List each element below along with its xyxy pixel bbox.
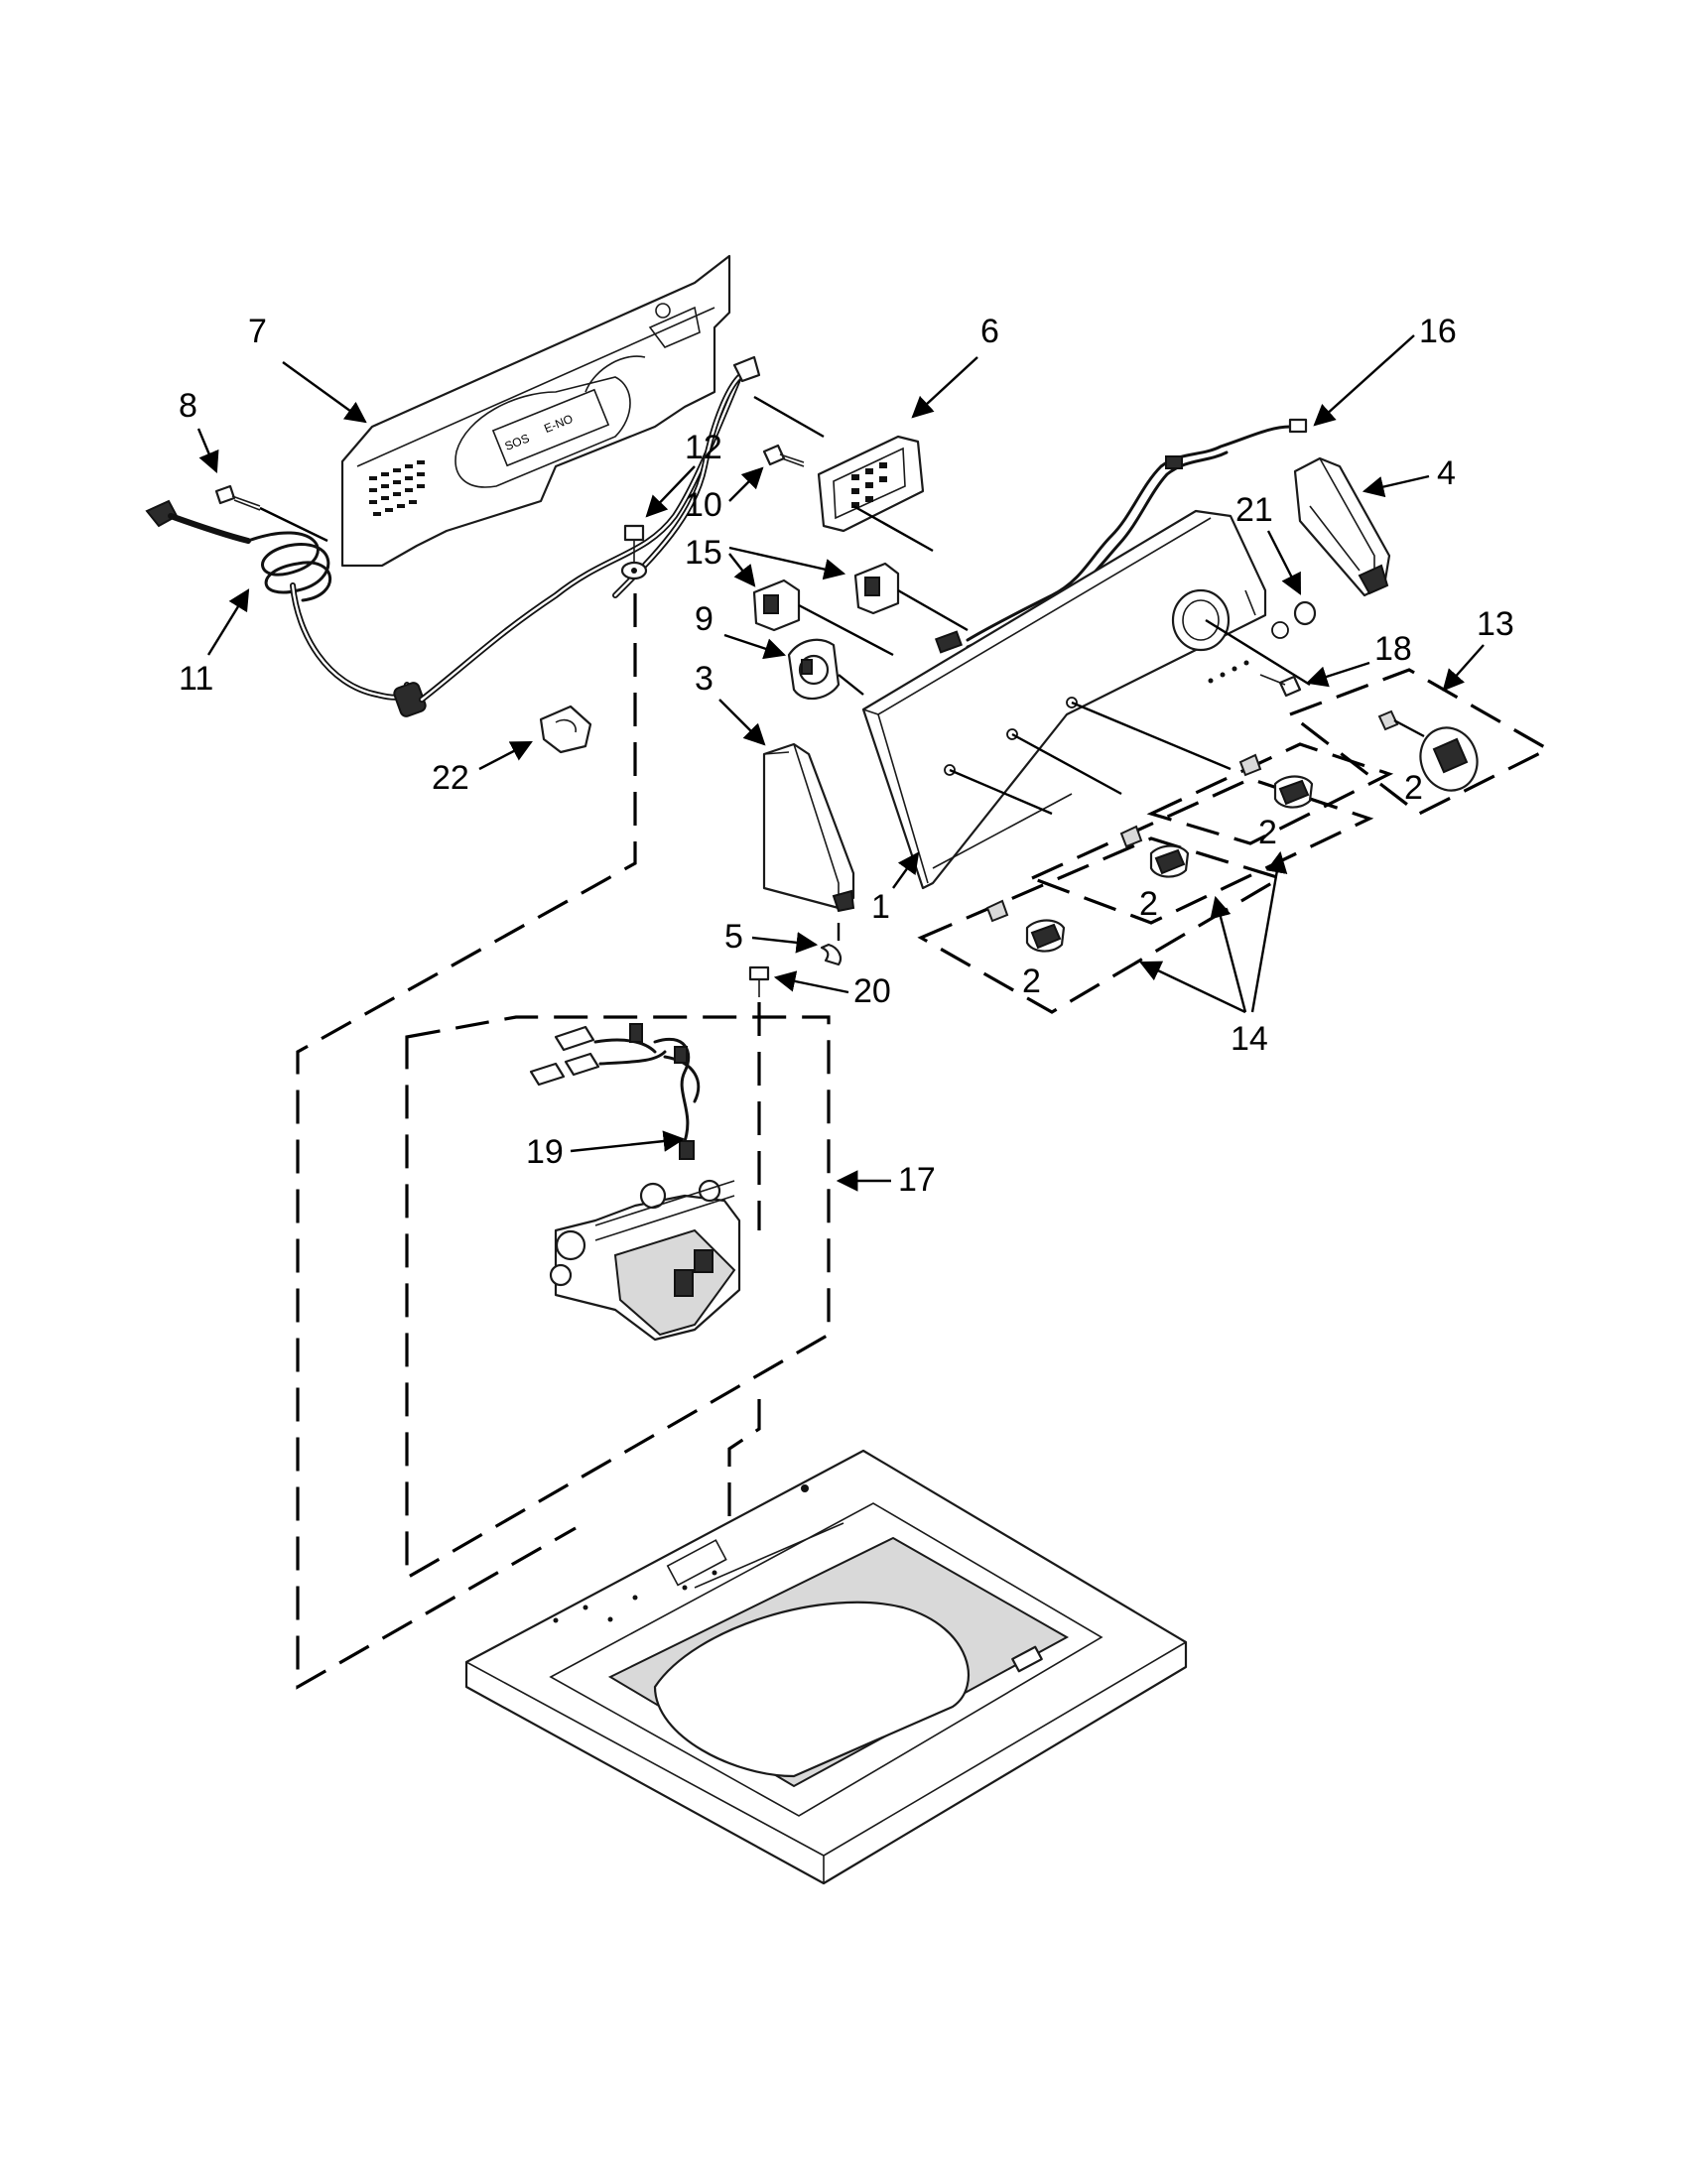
knob-group-1-part-2 <box>985 899 1066 953</box>
callout-7: 7 <box>248 313 267 350</box>
clip-part-22 <box>539 705 592 754</box>
callout-labels: 7 8 11 12 22 6 10 15 9 3 1 5 20 16 4 21 <box>179 313 1514 1199</box>
callout-2-knob2: 2 <box>1139 885 1158 923</box>
callout-2-knob3: 2 <box>1258 814 1277 851</box>
end-cap-left-part-3 <box>762 742 855 913</box>
callout-17: 17 <box>898 1161 936 1199</box>
callout-22: 22 <box>432 759 469 797</box>
rear-panel-part-7: SOS E-NO <box>340 254 731 568</box>
callout-8: 8 <box>179 387 197 425</box>
callout-12: 12 <box>685 429 722 466</box>
screw-part-18 <box>1259 674 1302 698</box>
callout-19: 19 <box>526 1133 564 1171</box>
switch-right-part-15 <box>853 562 969 632</box>
screw-part-8 <box>214 484 328 543</box>
callout-2-knob4: 2 <box>1404 769 1423 807</box>
power-cord-part-11 <box>145 355 761 717</box>
callout-14: 14 <box>1231 1020 1268 1058</box>
callout-2-knob1: 2 <box>1022 963 1041 1000</box>
harness-part-19 <box>529 1023 701 1160</box>
plug-part-21 <box>1293 600 1317 626</box>
switch-left-part-15 <box>752 578 894 657</box>
callout-18: 18 <box>1374 630 1412 668</box>
callout-3: 3 <box>695 660 714 698</box>
callout-20: 20 <box>853 972 891 1010</box>
rear-panel-vent-holes <box>369 460 425 516</box>
knob-part-13 <box>1377 709 1479 792</box>
callout-5: 5 <box>724 918 743 956</box>
console-part-1 <box>861 509 1311 890</box>
callout-4: 4 <box>1437 454 1456 492</box>
clip-part-5 <box>820 923 843 966</box>
cabinet-top <box>464 1449 1188 1885</box>
callout-15: 15 <box>685 534 722 572</box>
ground-screw-part-12 <box>620 524 648 580</box>
screw-part-20 <box>748 965 770 997</box>
callout-21: 21 <box>1235 491 1273 529</box>
water-valve-assembly <box>549 1179 741 1342</box>
selector-switch-part-9 <box>787 638 864 701</box>
callout-13: 13 <box>1477 605 1514 643</box>
end-cap-right-part-4 <box>1293 456 1391 597</box>
screw-part-10 <box>762 444 805 467</box>
callout-16: 16 <box>1419 313 1457 350</box>
control-board-part-6 <box>753 395 934 553</box>
knob-group-3-part-2 <box>1238 753 1314 809</box>
callout-1: 1 <box>871 888 890 926</box>
knob-group-2-part-2 <box>1119 825 1190 878</box>
callout-10: 10 <box>685 486 722 524</box>
callout-6: 6 <box>980 313 999 350</box>
callout-11: 11 <box>179 660 213 698</box>
callout-9: 9 <box>695 600 714 638</box>
